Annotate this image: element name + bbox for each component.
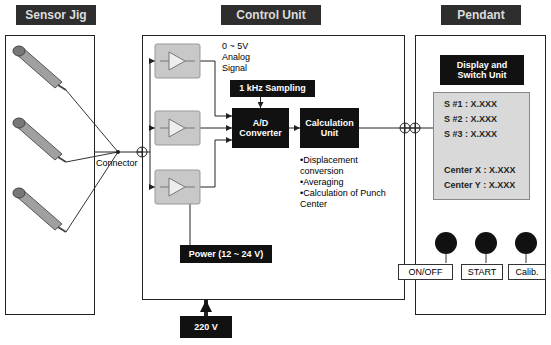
display-readout: S #3 : X.XXX (444, 129, 497, 139)
amplifier-module (155, 170, 200, 204)
panel-title: Control Unit (221, 5, 321, 25)
box-label: START (468, 267, 497, 277)
display-readout: Center X : X.XXX (444, 165, 516, 175)
button-label: Calib. (508, 264, 546, 280)
leader-line (446, 254, 526, 263)
panel-box: Sensor Jig (5, 35, 95, 315)
unit-box: Display and Switch Unit (440, 55, 524, 85)
feature-list: •Displacement conversion•Averaging•Calcu… (300, 155, 392, 210)
signal-wire (147, 61, 232, 245)
process-box: Calculation Unit (300, 108, 359, 148)
supply-box: 220 V (180, 316, 232, 338)
box-label: 1 kHz Sampling (239, 83, 306, 93)
box-label: A/D Converter (234, 118, 287, 139)
signal-line (95, 152, 142, 153)
display-readout: S #2 : X.XXX (444, 114, 497, 124)
box-label: 220 V (194, 322, 218, 332)
bullet-item: •Displacement conversion (300, 155, 392, 177)
process-box: 1 kHz Sampling (230, 80, 315, 97)
box-label: Power (12 ~ 24 V) (189, 249, 263, 259)
power-arrow (204, 300, 208, 316)
signal-line (289, 128, 300, 129)
sensor-probe (13, 188, 66, 232)
signal-line (359, 128, 433, 129)
panel-title: Sensor Jig (16, 5, 96, 25)
power-box: Power (12 ~ 24 V) (180, 245, 272, 263)
annotation-label: Connector (96, 158, 138, 169)
push-button (435, 232, 537, 254)
box-label: Calib. (515, 267, 538, 277)
amplifier-module (155, 111, 200, 145)
button-label: START (461, 264, 503, 280)
display-readout: Center Y : X.XXX (444, 180, 515, 190)
display-readout: S #1 : X.XXX (444, 99, 497, 109)
process-box: A/D Converter (232, 108, 289, 148)
box-label: ON/OFF (409, 267, 443, 277)
annotation-label: 0 ~ 5V Analog Signal (222, 41, 274, 74)
sensor-probe (13, 118, 66, 162)
signal-line (260, 97, 261, 108)
box-label: Calculation Unit (302, 118, 357, 139)
display-screen: S #1 : X.XXX S #2 : X.XXX S #3 : X.XXX Cent… (433, 92, 530, 200)
sensor-probe (13, 46, 66, 90)
button-label: ON/OFF (398, 264, 453, 280)
bullet-item: •Calculation of Punch Center (300, 188, 392, 210)
box-label: Display and Switch Unit (442, 60, 522, 81)
panel-title: Pendant (441, 5, 521, 25)
amplifier-module (155, 44, 200, 78)
bullet-item: •Averaging (300, 177, 392, 188)
panel-box: Control Unit1 kHz SamplingA/D ConverterC… (142, 35, 405, 300)
